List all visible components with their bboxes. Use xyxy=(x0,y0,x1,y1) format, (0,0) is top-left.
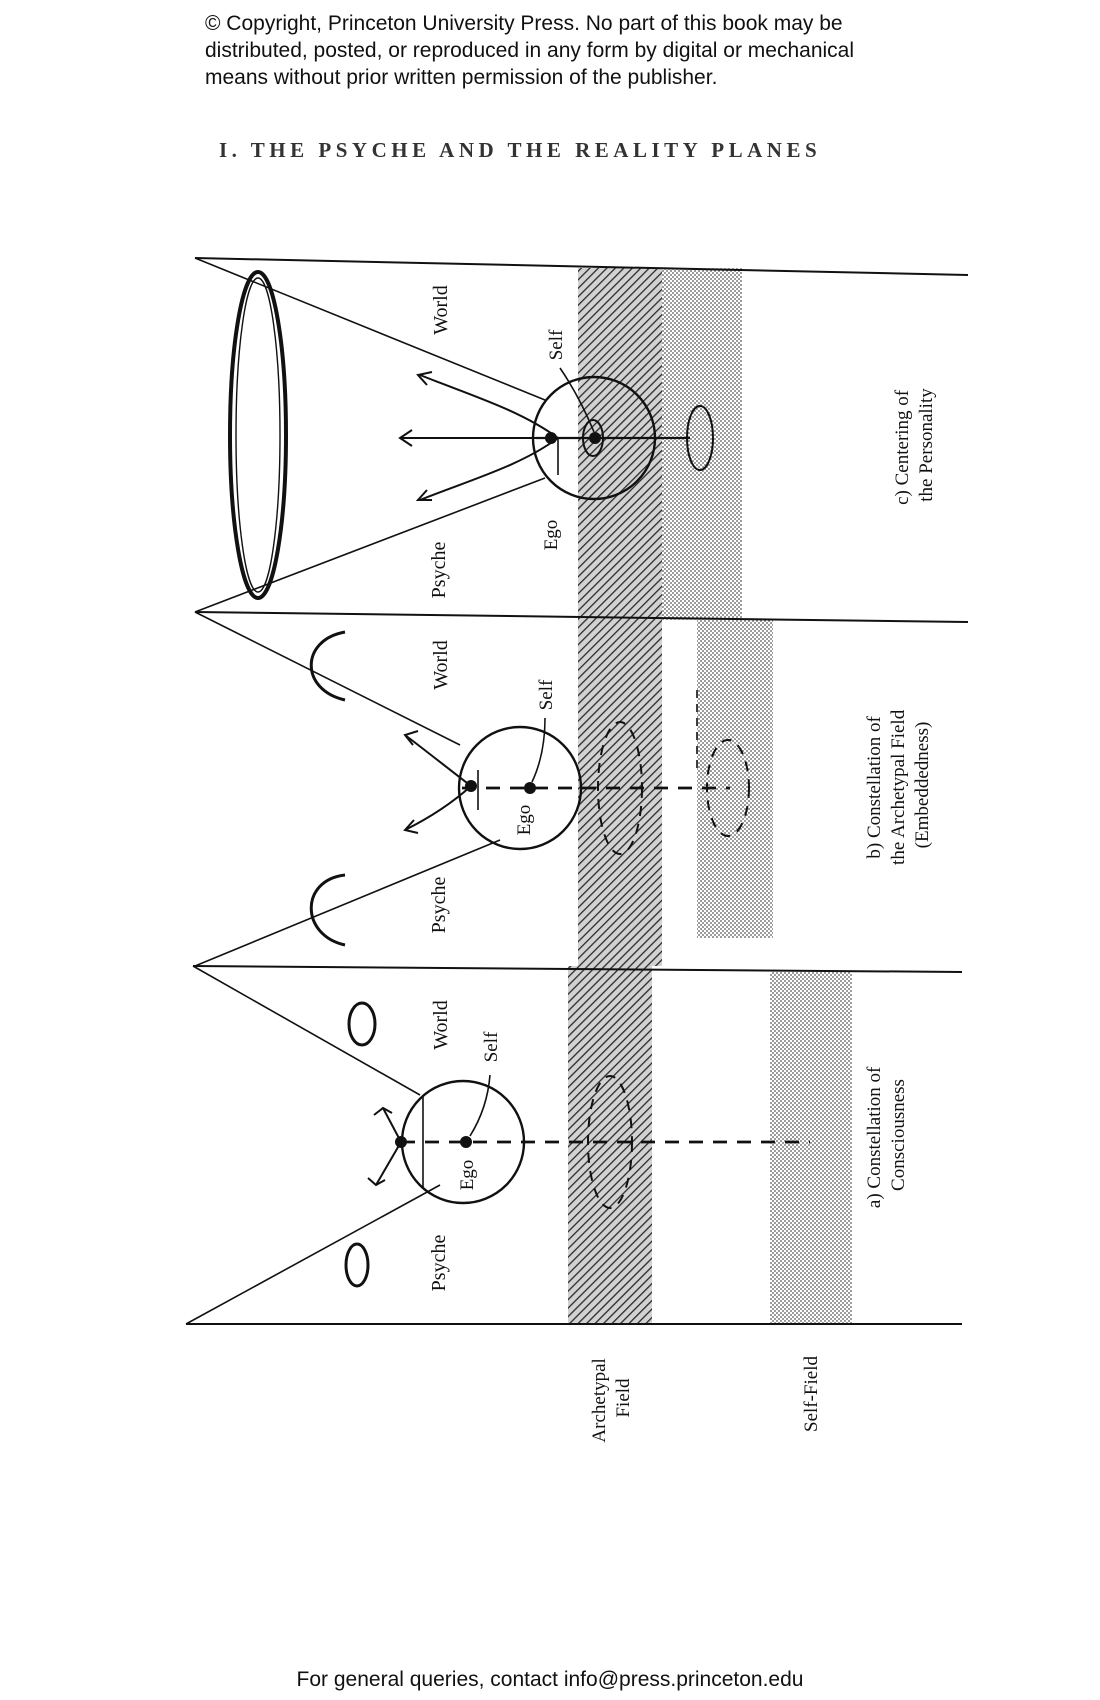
copyright-notice: © Copyright, Princeton University Press.… xyxy=(205,12,855,89)
label-self-c: Self xyxy=(546,329,567,360)
panel-c-labels: World Psyche Self Ego c) Centering of th… xyxy=(428,285,937,598)
panel-a-labels: World Psyche Self Ego a) Constellation o… xyxy=(428,1000,909,1291)
psyche-ellipse xyxy=(344,1242,370,1288)
world-image-ellipse xyxy=(228,270,288,600)
self-field-bands xyxy=(662,268,852,1324)
panel-b-labels: World Psyche Self Ego b) Constellation o… xyxy=(428,640,933,933)
panel-frame xyxy=(186,257,969,1325)
ego-self-circle xyxy=(457,725,583,851)
field-labels: Archetypal Field Self-Field xyxy=(589,1353,822,1443)
world-ellipse xyxy=(347,1001,377,1047)
label-psyche-b: Psyche xyxy=(428,877,450,934)
archetypal-field-bands xyxy=(568,268,662,1324)
label-psyche-a: Psyche xyxy=(428,1235,450,1292)
footer-contact: For general queries, contact info@press.… xyxy=(296,1668,804,1691)
label-self-b: Self xyxy=(536,679,557,710)
self-point xyxy=(589,432,601,444)
label-world-c: World xyxy=(430,285,452,335)
label-self-field: Self-Field xyxy=(801,1356,822,1432)
panel-c xyxy=(194,257,714,613)
label-world-b: World xyxy=(430,640,452,690)
label-ego-c: Ego xyxy=(541,520,562,551)
label-world-a: World xyxy=(430,1000,452,1050)
label-ego-b: Ego xyxy=(514,805,535,836)
caption-c: c) Centering of the Personality xyxy=(892,385,937,505)
caption-b: b) Constellation of the Archetypal Field… xyxy=(864,705,933,865)
self-point xyxy=(460,1136,472,1148)
label-archetypal-field: Archetypal Field xyxy=(589,1353,634,1442)
label-psyche-c: Psyche xyxy=(428,542,450,599)
self-point xyxy=(524,782,536,794)
plate-title: I. THE PSYCHE AND THE REALITY PLANES xyxy=(219,138,822,162)
panel-b xyxy=(194,611,750,967)
caption-a: a) Constellation of Consciousness xyxy=(864,1062,909,1208)
label-ego-a: Ego xyxy=(457,1160,478,1191)
label-self-a: Self xyxy=(481,1031,502,1062)
world-arc xyxy=(309,630,346,702)
psyche-arc xyxy=(309,873,346,947)
panel-a xyxy=(185,965,810,1325)
